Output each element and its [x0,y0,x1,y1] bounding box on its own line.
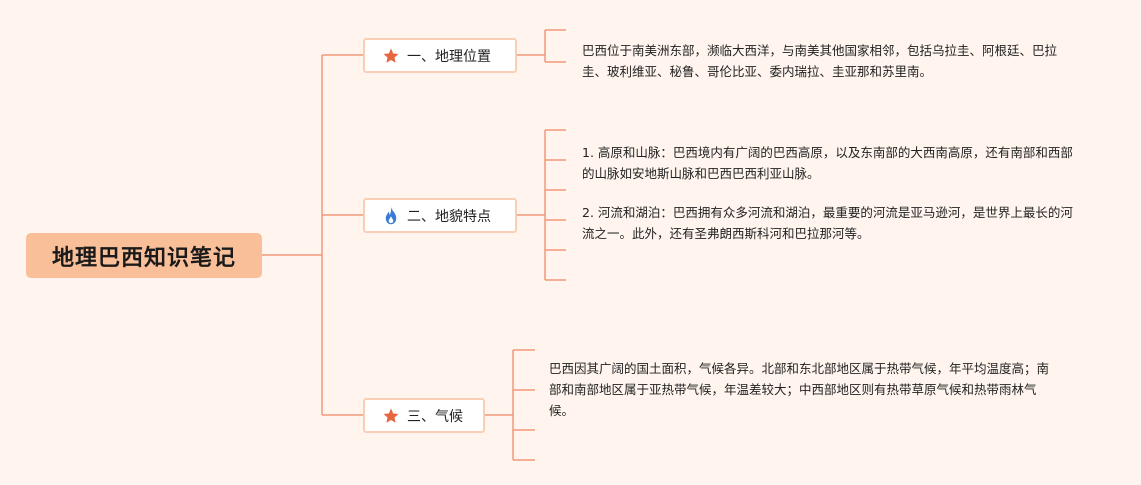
root-topic[interactable]: 地理巴西知识笔记 [26,233,262,278]
branch-label: 二、地貌特点 [407,208,491,225]
branch-label: 三、气候 [407,408,463,425]
fire-icon [381,206,401,226]
note-text: 1. 高原和山脉：巴西境内有广阔的巴西高原，以及东南部的大西南高原，还有南部和西… [582,145,1073,181]
star-icon [381,46,401,66]
star-icon [381,406,401,426]
branch-geographic-location[interactable]: 一、地理位置 [363,38,517,73]
branch-landform-features[interactable]: 二、地貌特点 [363,198,517,233]
branch-label: 一、地理位置 [407,48,491,65]
root-title: 地理巴西知识笔记 [51,245,236,271]
note-text: 巴西位于南美洲东部，濒临大西洋，与南美其他国家相邻，包括乌拉圭、阿根廷、巴拉圭、… [582,43,1058,79]
note-text: 2. 河流和湖泊：巴西拥有众多河流和湖泊，最重要的河流是亚马逊河，是世界上最长的… [582,205,1073,241]
branch-climate[interactable]: 三、气候 [363,398,485,433]
note-text: 巴西因其广阔的国土面积，气候各异。北部和东北部地区属于热带气候，年平均温度高；南… [549,361,1050,418]
